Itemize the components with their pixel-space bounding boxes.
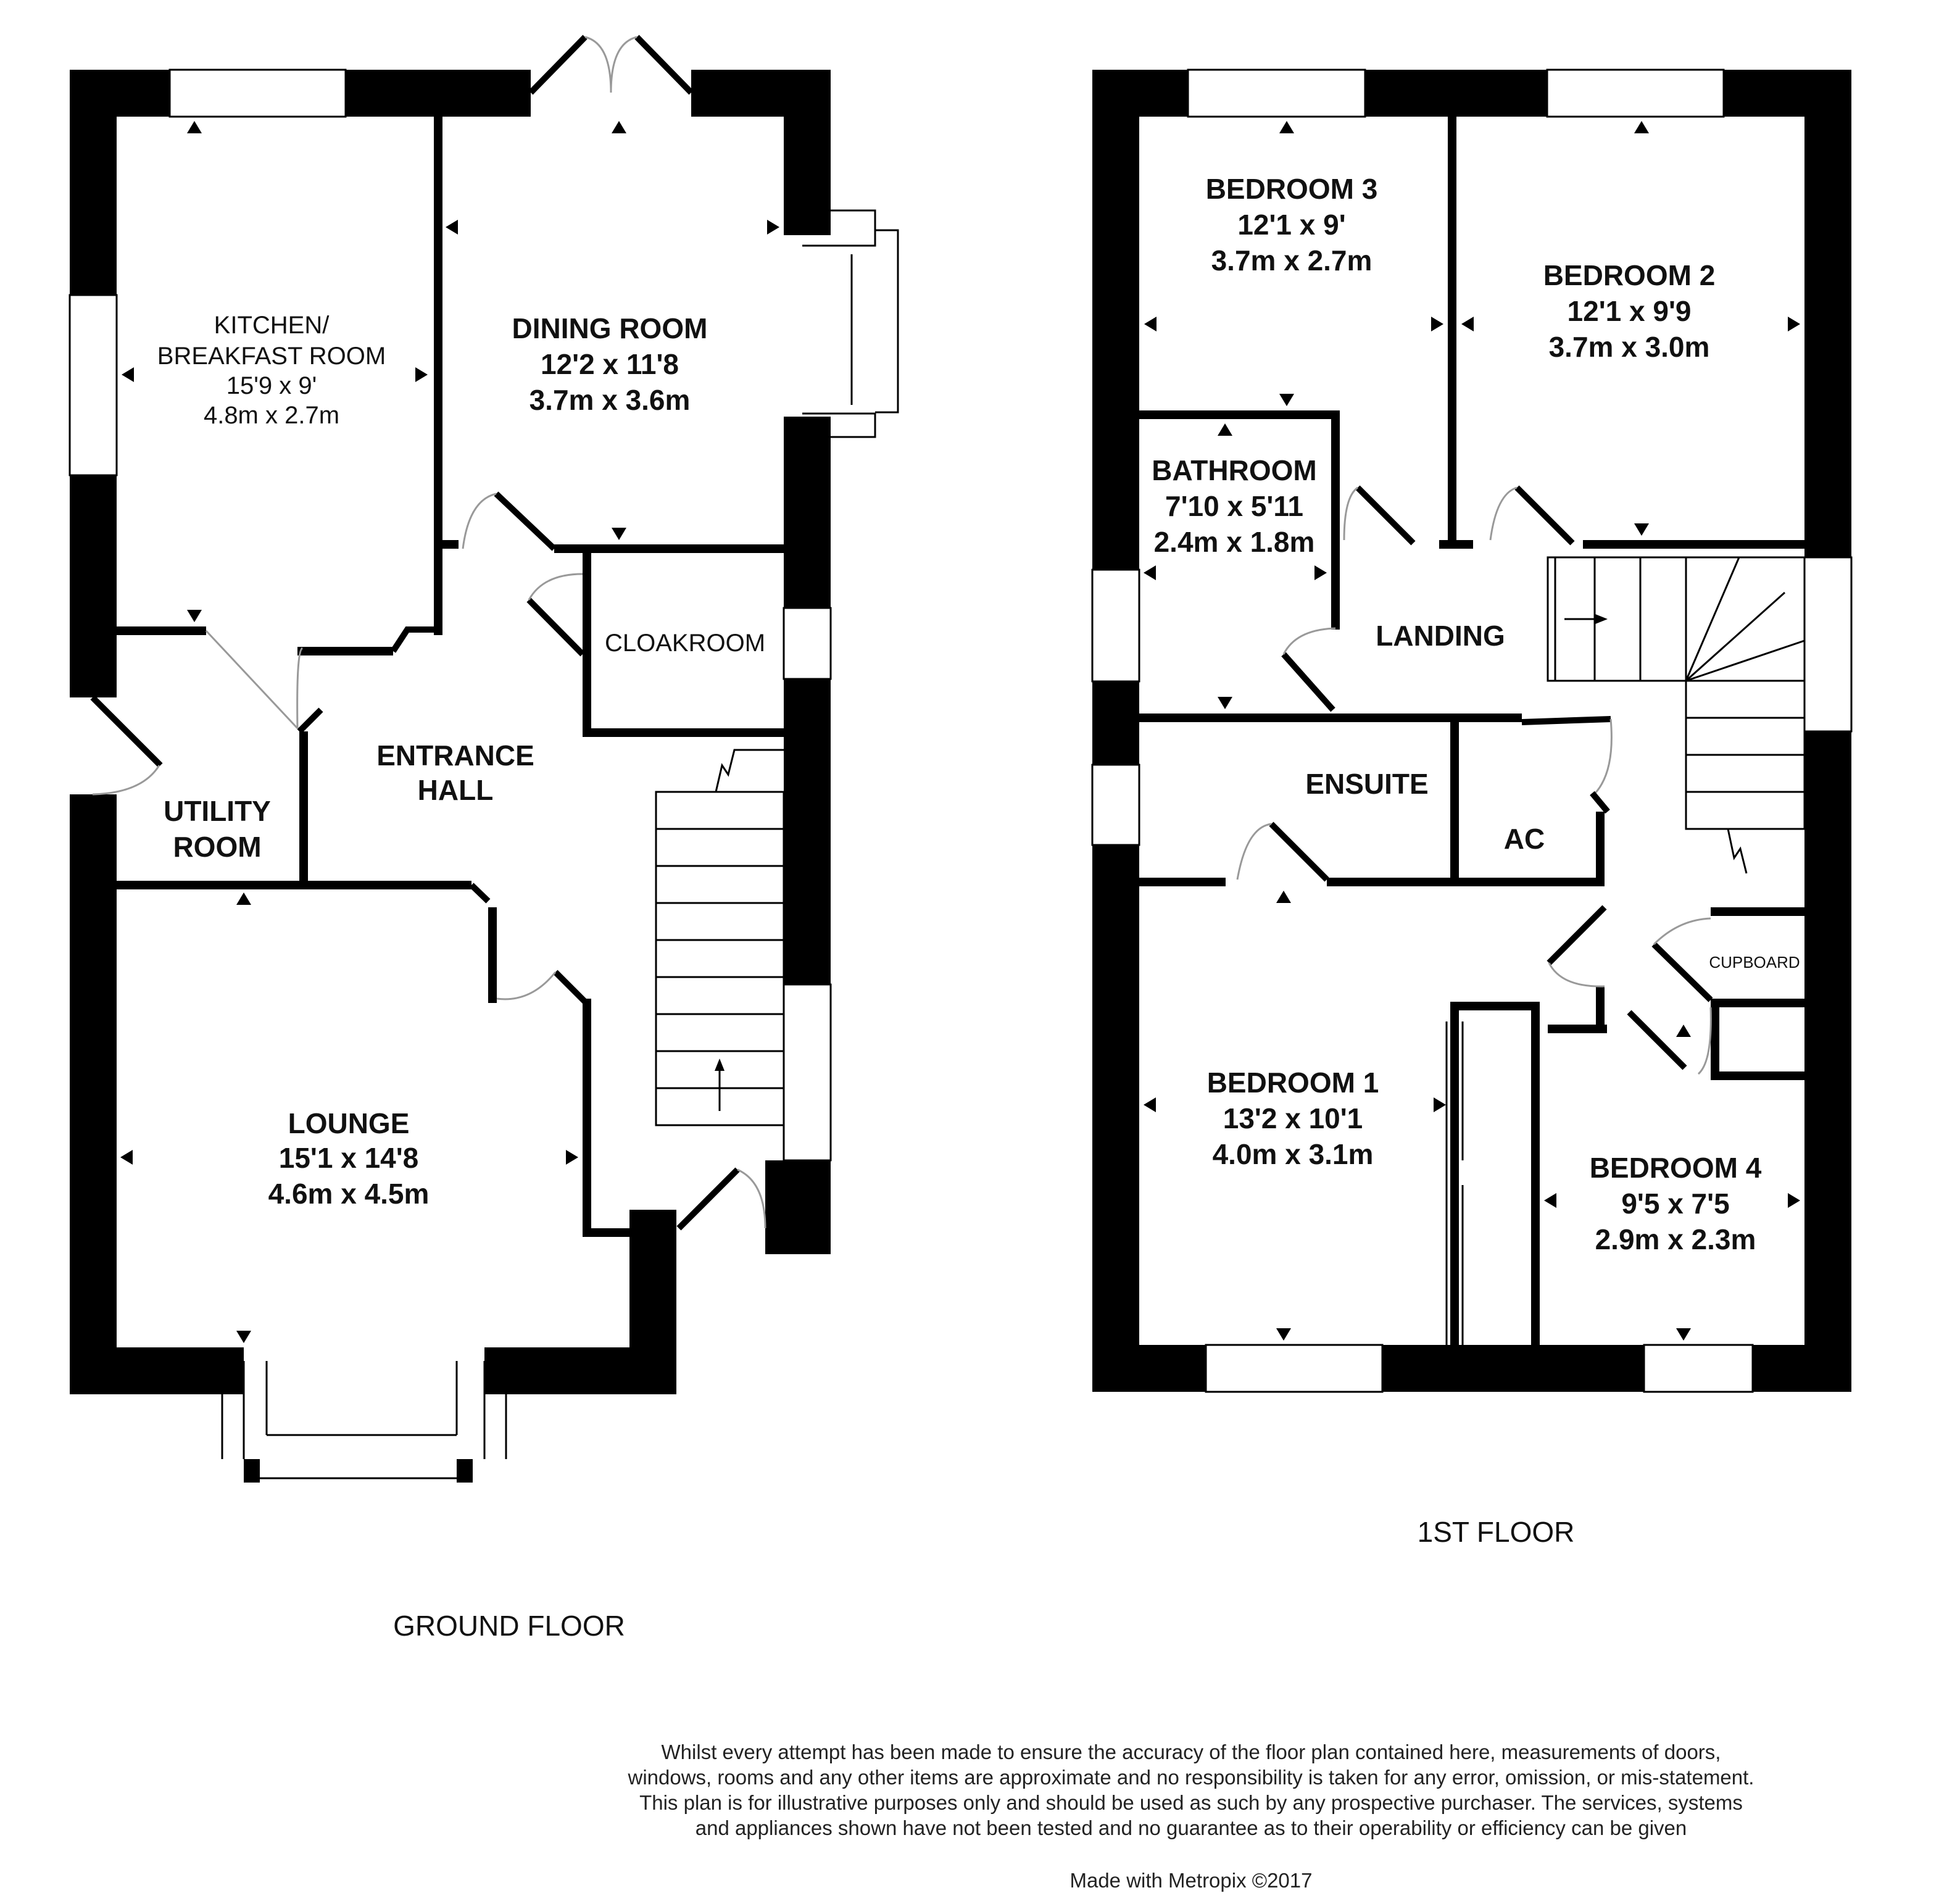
bedroom-2-size-imperial: 12'1 x 9'9: [1568, 295, 1692, 327]
ensuite-name: ENSUITE: [1305, 768, 1428, 800]
dining-size-metric: 3.7m x 3.6m: [529, 384, 691, 416]
kitchen-window-top: [168, 69, 347, 118]
kitchen-door: [205, 630, 304, 730]
front-door: [676, 1167, 766, 1231]
cupboard-door: [1651, 917, 1713, 1002]
ground-floor-walls: [70, 70, 831, 1394]
bedroom-2-size-metric: 3.7m x 3.0m: [1549, 331, 1710, 363]
lounge-bay-window: [221, 1361, 507, 1483]
ground-floor-doors: [90, 35, 766, 1231]
room-label-bathroom: BATHROOM 7'10 x 5'11 2.4m x 1.8m: [1152, 454, 1316, 558]
dining-door: [462, 491, 557, 551]
entrance-hall-line1: ENTRANCE: [376, 739, 534, 772]
bedroom-2-door: [1489, 485, 1575, 546]
lounge-door: [469, 883, 589, 1005]
lounge-size-metric: 4.6m x 4.5m: [268, 1178, 430, 1210]
room-label-bedroom-3: BEDROOM 3 12'1 x 9' 3.7m x 2.7m: [1206, 173, 1378, 277]
first-floor-doors: [1236, 485, 1713, 1075]
kitchen-size-metric: 4.8m x 2.7m: [204, 402, 339, 429]
bathroom-size-metric: 2.4m x 1.8m: [1154, 526, 1315, 558]
room-label-dining: DINING ROOM 12'2 x 11'8 3.7m x 3.6m: [512, 312, 708, 416]
bedroom-1-name: BEDROOM 1: [1207, 1067, 1379, 1099]
room-label-cloakroom: CLOAKROOM: [605, 630, 765, 657]
room-label-bedroom-1: BEDROOM 1 13'2 x 10'1 4.0m x 3.1m: [1207, 1067, 1379, 1170]
bedroom-3-door: [1343, 485, 1416, 546]
utility-line1: UTILITY: [164, 795, 271, 827]
ground-floor-plan: KITCHEN/ BREAKFAST ROOM 15'9 x 9' 4.8m x…: [69, 35, 899, 1642]
room-label-bedroom-2: BEDROOM 2 12'1 x 9'9 3.7m x 3.0m: [1543, 259, 1716, 363]
kitchen-window-left: [69, 294, 118, 476]
hall-window: [783, 983, 832, 1162]
room-label-entrance-hall: ENTRANCE HALL: [376, 739, 534, 806]
bedroom-4-window: [1643, 1344, 1754, 1393]
bedroom-1-size-metric: 4.0m x 3.1m: [1213, 1138, 1374, 1170]
cloakroom-window: [783, 607, 832, 680]
ensuite-door: [1236, 822, 1329, 882]
kitchen-name-line2: BREAKFAST ROOM: [157, 343, 386, 370]
kitchen-name-line1: KITCHEN/: [214, 312, 330, 339]
bedroom-3-name: BEDROOM 3: [1206, 173, 1378, 205]
first-floor-label: 1ST FLOOR: [1418, 1516, 1575, 1548]
landing-name: LANDING: [1376, 620, 1505, 652]
metropix-credit: Made with Metropix ©2017: [1069, 1869, 1313, 1892]
cloakroom-door: [526, 573, 585, 657]
room-label-lounge: LOUNGE 15'1 x 14'8 4.6m x 4.5m: [268, 1107, 430, 1210]
stairwell-window: [1803, 556, 1853, 733]
bathroom-name: BATHROOM: [1152, 454, 1316, 486]
first-floor-dimension-arrows: [1144, 121, 1800, 1341]
bedroom-3-size-metric: 3.7m x 2.7m: [1211, 244, 1372, 277]
ground-floor-staircase: [655, 749, 785, 1126]
kitchen-hall-angle: [297, 626, 438, 734]
entrance-hall-line2: HALL: [418, 774, 494, 806]
bathroom-door: [1281, 627, 1336, 712]
room-label-ac: AC: [1504, 823, 1545, 855]
ground-floor-windows: [69, 69, 899, 1483]
first-floor-staircase: [1547, 556, 1806, 874]
room-label-utility: UTILITY ROOM: [164, 795, 271, 863]
bedroom-2-name: BEDROOM 2: [1543, 259, 1716, 291]
bedroom-3-window: [1187, 69, 1366, 118]
cupboard-name: CUPBOARD: [1709, 953, 1800, 971]
room-label-cupboard: CUPBOARD: [1709, 953, 1800, 971]
bathroom-window: [1091, 568, 1140, 683]
kitchen-size-imperial: 15'9 x 9': [226, 372, 317, 399]
ground-floor-label: GROUND FLOOR: [393, 1610, 625, 1642]
ensuite-window: [1091, 763, 1140, 846]
disclaimer-text: Whilst every attempt has been made to en…: [628, 1741, 1754, 1839]
bathroom-size-imperial: 7'10 x 5'11: [1165, 490, 1303, 522]
bedroom-4-size-metric: 2.9m x 2.3m: [1595, 1223, 1756, 1255]
ac-name: AC: [1504, 823, 1545, 855]
lounge-size-imperial: 15'1 x 14'8: [279, 1142, 419, 1174]
bedroom-4-size-imperial: 9'5 x 7'5: [1621, 1188, 1729, 1220]
first-floor-plan: BEDROOM 3 12'1 x 9' 3.7m x 2.7m BEDROOM …: [1091, 69, 1853, 1548]
bedroom-2-window: [1546, 69, 1725, 118]
utility-back-door: [90, 695, 163, 796]
bedroom-3-size-imperial: 12'1 x 9': [1237, 209, 1345, 241]
room-label-bedroom-4: BEDROOM 4 9'5 x 7'5 2.9m x 2.3m: [1590, 1152, 1762, 1255]
dining-bay-window: [784, 204, 899, 441]
first-floor-windows: [1091, 69, 1853, 1393]
utility-line2: ROOM: [173, 831, 261, 863]
bedroom-1-door: [1547, 905, 1607, 988]
bedroom-4-door: [1627, 1007, 1712, 1075]
lounge-name: LOUNGE: [288, 1107, 410, 1139]
ac-door: [1521, 716, 1613, 814]
ground-floor-dimension-arrows: [120, 121, 779, 1343]
bedroom-4-name: BEDROOM 4: [1590, 1152, 1762, 1184]
bedroom-1-size-imperial: 13'2 x 10'1: [1223, 1102, 1363, 1134]
room-label-ensuite: ENSUITE: [1305, 768, 1428, 800]
bedroom-1-window: [1205, 1344, 1384, 1393]
dining-name: DINING ROOM: [512, 312, 708, 344]
room-label-kitchen: KITCHEN/ BREAKFAST ROOM 15'9 x 9' 4.8m x…: [157, 312, 386, 429]
first-floor-walls: [1092, 70, 1851, 1392]
cloakroom-name: CLOAKROOM: [605, 630, 765, 657]
room-label-landing: LANDING: [1376, 620, 1505, 652]
dining-french-doors: [528, 35, 694, 95]
dining-size-imperial: 12'2 x 11'8: [541, 348, 679, 380]
